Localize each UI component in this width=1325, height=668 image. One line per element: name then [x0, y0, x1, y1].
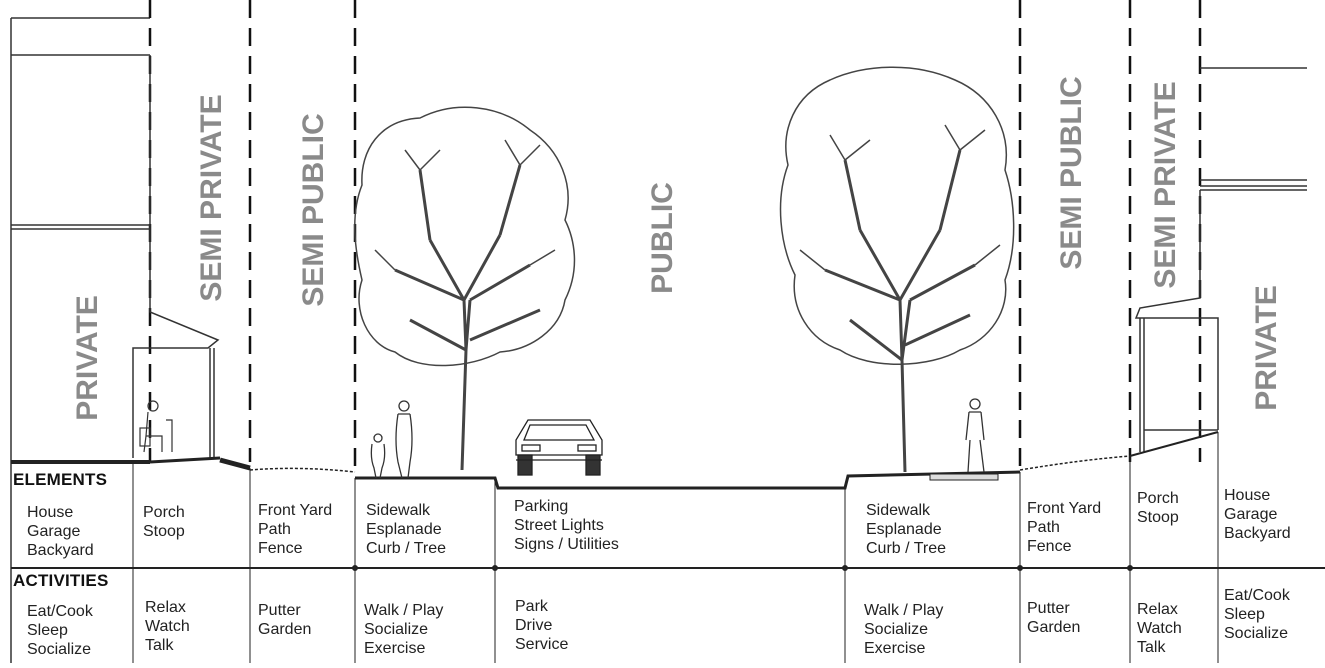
elements-header: ELEMENTS	[13, 470, 108, 489]
element-cell-semi-public-right: Front Yard Path Fence	[1027, 500, 1102, 555]
zone-label-semi-public-left: SEMI PUBLIC	[297, 113, 330, 307]
zone-label-public: PUBLIC	[646, 182, 679, 294]
activity-cell-private-left: Eat/Cook Sleep Socialize	[27, 603, 93, 658]
activity-cell-public: Park Drive Service	[515, 598, 569, 653]
zone-label-private-right: PRIVATE	[1250, 285, 1283, 411]
element-cell-sidewalk-left: Sidewalk Esplanade Curb / Tree	[366, 502, 447, 557]
element-cell-semi-private-right: Porch Stoop	[1137, 490, 1179, 526]
right-house	[1134, 67, 1307, 452]
element-cell-semi-private-left: Porch Stoop	[143, 504, 185, 540]
seated-figure	[139, 400, 173, 453]
ground	[11, 431, 1219, 490]
element-cell-private-left: House Garage Backyard	[27, 504, 94, 559]
activity-cell-semi-private-left: Relax Watch Talk	[145, 599, 190, 654]
parked-car	[515, 419, 603, 476]
pedestrians-left	[370, 400, 413, 479]
zone-label-semi-private-left: SEMI PRIVATE	[195, 94, 228, 302]
activity-cell-sidewalk-left: Walk / Play Socialize Exercise	[364, 602, 444, 657]
pedestrian-right	[965, 398, 985, 473]
left-house	[11, 54, 220, 458]
element-cell-semi-public-left: Front Yard Path Fence	[258, 502, 333, 557]
zone-label-semi-public-right: SEMI PUBLIC	[1055, 76, 1088, 270]
activity-cell-semi-public-right: Putter Garden	[1027, 600, 1081, 636]
activity-cell-private-right: Eat/Cook Sleep Socialize	[1224, 587, 1290, 642]
left-tree	[354, 106, 576, 471]
element-cell-public: Parking Street Lights Signs / Utilities	[514, 498, 619, 553]
element-cell-sidewalk-right: Sidewalk Esplanade Curb / Tree	[866, 502, 947, 557]
zone-label-private-left: PRIVATE	[71, 295, 104, 421]
activity-cell-semi-private-right: Relax Watch Talk	[1137, 601, 1182, 656]
zone-label-semi-private-right: SEMI PRIVATE	[1149, 81, 1182, 289]
activity-cell-sidewalk-right: Walk / Play Socialize Exercise	[864, 602, 944, 657]
right-tree	[779, 66, 1015, 473]
activity-cell-semi-public-left: Putter Garden	[258, 602, 312, 638]
section-table-grid	[11, 432, 1325, 663]
activities-header: ACTIVITIES	[13, 571, 109, 590]
element-cell-private-right: House Garage Backyard	[1224, 487, 1291, 542]
